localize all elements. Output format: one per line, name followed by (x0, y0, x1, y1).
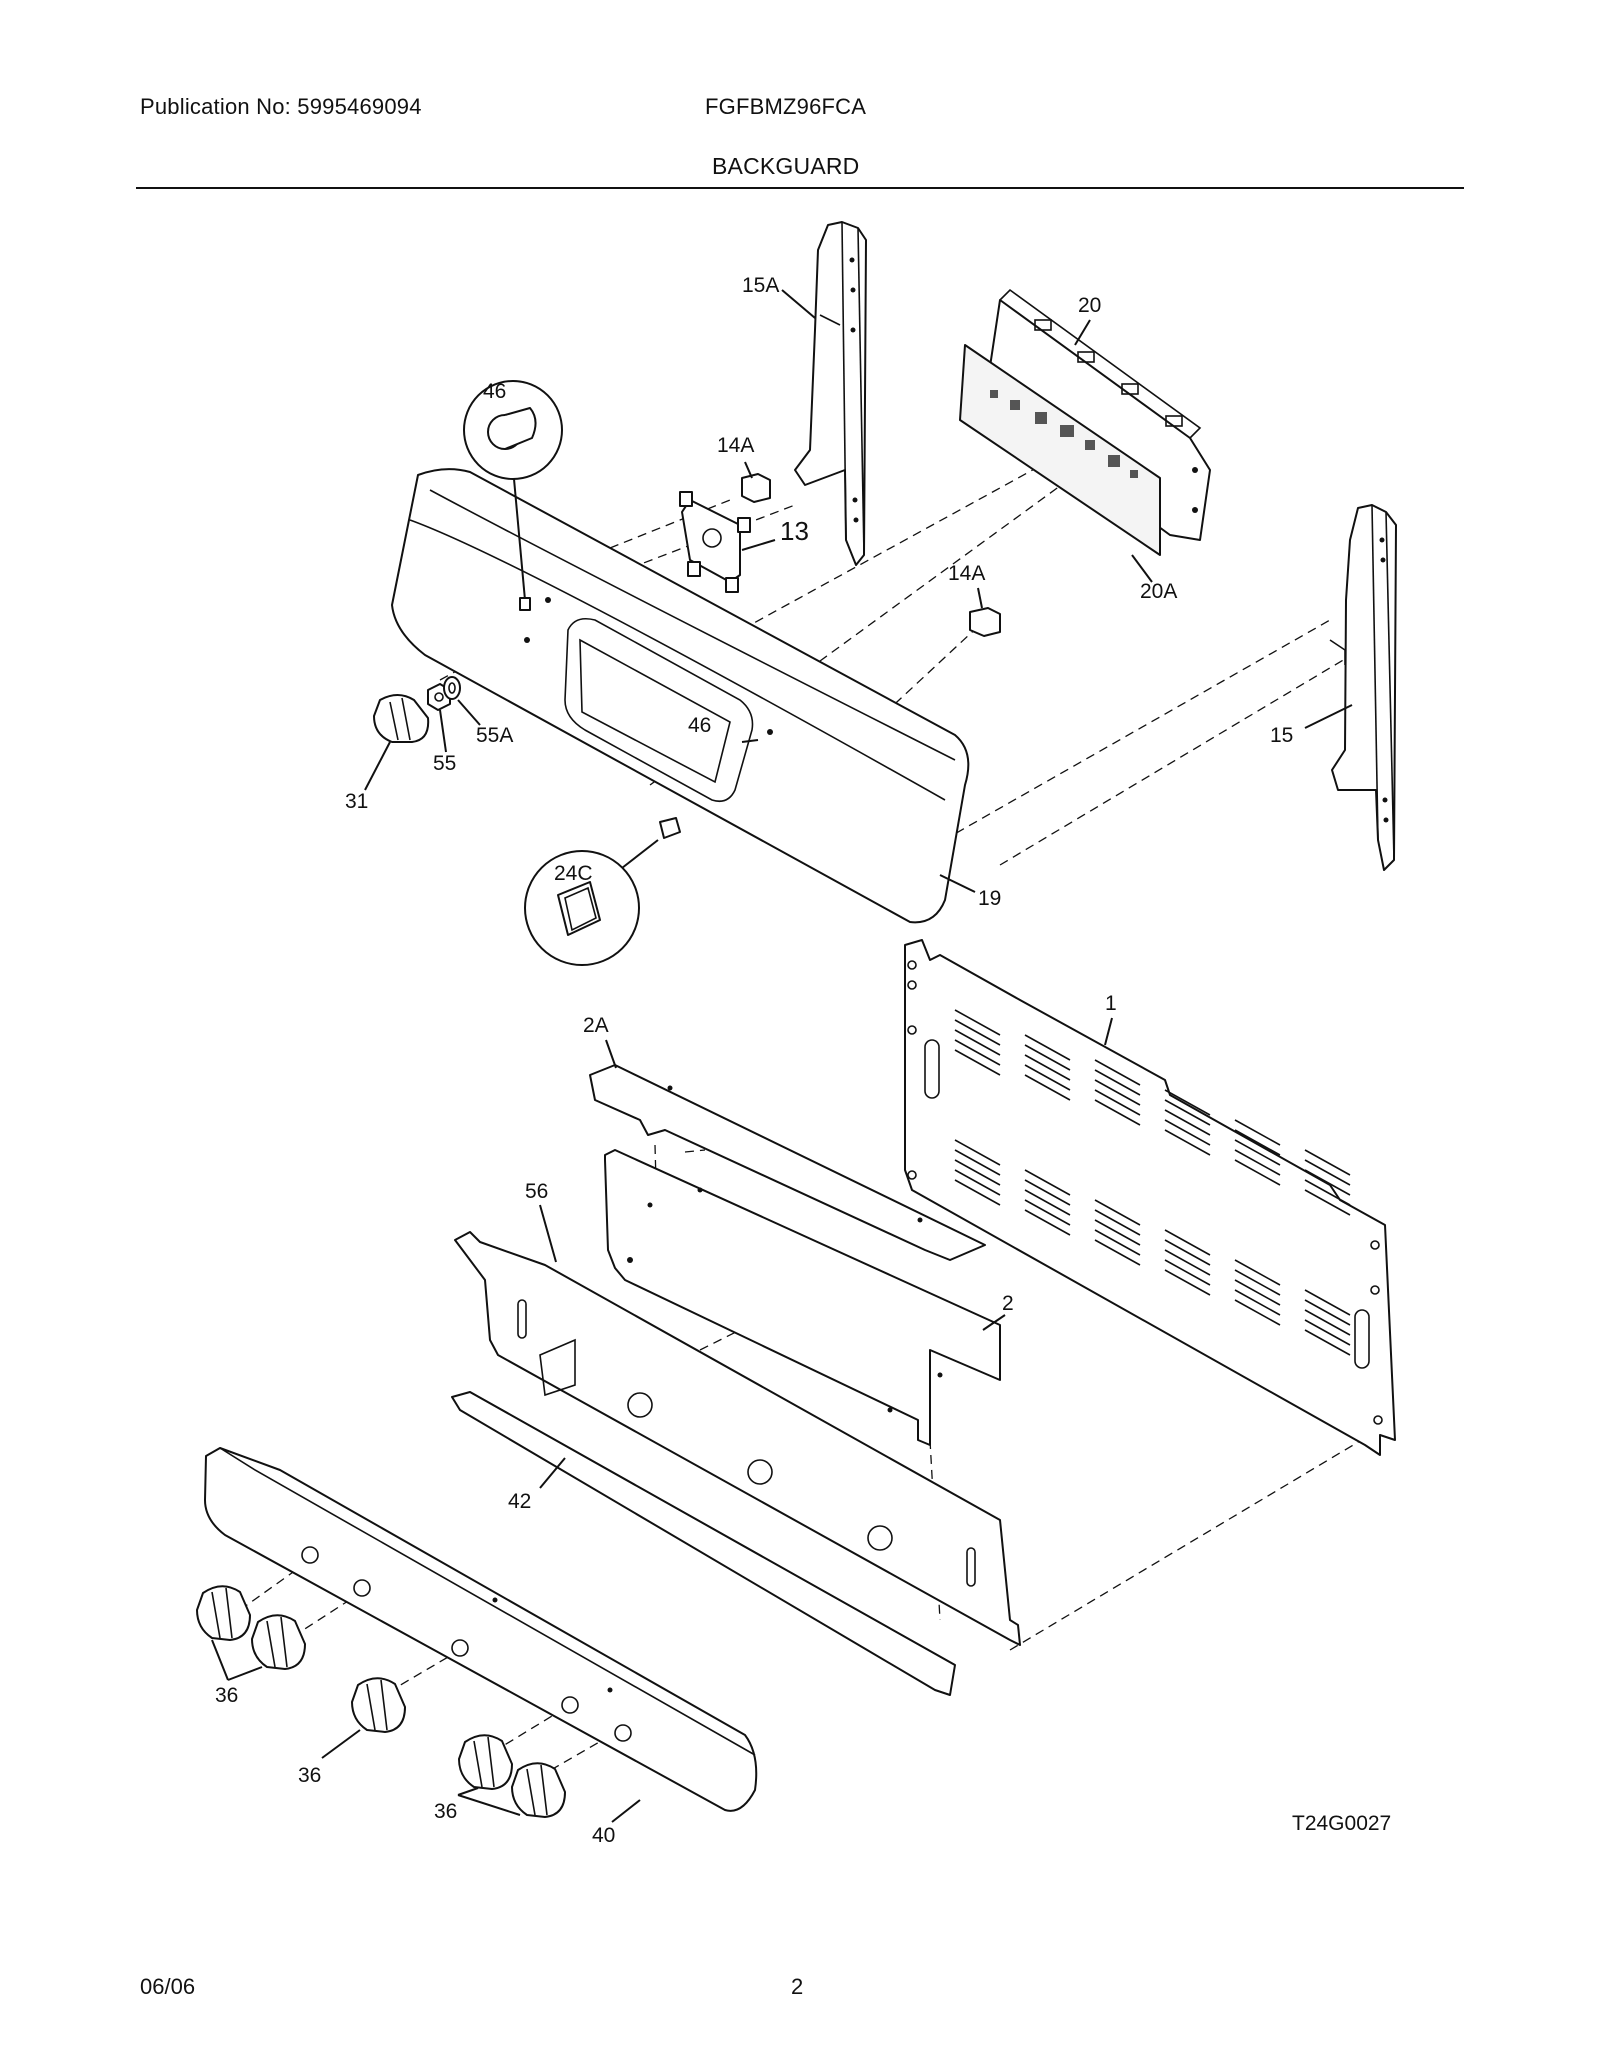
part-14A-switch-right (969, 607, 1001, 637)
callout-24C: 24C (554, 862, 593, 885)
part-1-rear-panel (904, 939, 1396, 1456)
callout-15A: 15A (742, 274, 779, 297)
callout-31: 31 (345, 790, 368, 813)
callout-56: 56 (525, 1180, 548, 1203)
callout-46-mid: 46 (688, 714, 711, 737)
callout-20: 20 (1078, 294, 1101, 317)
part-36-knob-1 (196, 1585, 251, 1641)
part-2-shield-panel (604, 1149, 1001, 1446)
part-40-front-panel (204, 1447, 758, 1812)
model-number: FGFBMZ96FCA (705, 94, 867, 119)
footer-page-number: 2 (791, 1974, 804, 1999)
callout-13: 13 (780, 516, 809, 546)
callout-19: 19 (978, 887, 1001, 910)
vent-slots (954, 1009, 1351, 1356)
callout-2A: 2A (583, 1014, 609, 1037)
part-20A-overlay (959, 344, 1161, 556)
header-rule (136, 187, 1464, 189)
callout-55A: 55A (476, 724, 513, 747)
callout-36-c: 36 (434, 1800, 457, 1823)
callout-14A-top: 14A (717, 434, 754, 457)
part-36-knob-5 (511, 1762, 566, 1818)
part-19-backguard-panel (391, 468, 970, 924)
callout-1: 1 (1105, 992, 1117, 1015)
part-2A-cover-strip (589, 1064, 986, 1261)
section-title: BACKGUARD (712, 153, 860, 179)
part-31-knob (373, 694, 430, 743)
callout-labels: 15A 20 46 14A 13 20A 14A 15 46 55A 55 31… (215, 274, 1391, 1847)
callout-42: 42 (508, 1490, 531, 1513)
part-36-knob-4 (458, 1734, 513, 1790)
part-15A-bracket (794, 221, 867, 566)
callout-14A-right: 14A (948, 562, 985, 585)
part-36-knob-2 (251, 1614, 306, 1670)
part-55A-washer (443, 676, 461, 700)
part-24C-rocker-inset (524, 817, 681, 966)
callout-55: 55 (433, 752, 456, 775)
part-46-indicator-inset (463, 380, 563, 611)
part-14A-switch-top (741, 473, 771, 503)
leader-lines (211, 289, 1353, 1823)
part-42-trim-strip (451, 1391, 956, 1696)
part-56-manifold-panel (454, 1231, 1021, 1646)
callout-46-top: 46 (483, 380, 506, 403)
callout-40: 40 (592, 1824, 615, 1847)
callout-36-b: 36 (298, 1764, 321, 1787)
callout-20A: 20A (1140, 580, 1177, 603)
callout-36-a: 36 (215, 1684, 238, 1707)
part-13-switch (679, 491, 751, 593)
part-15-bracket (1329, 504, 1397, 871)
diagram-code: T24G0027 (1292, 1812, 1391, 1835)
callout-15: 15 (1270, 724, 1293, 747)
publication-number: Publication No: 5995469094 (140, 94, 422, 119)
part-36-knob-3 (351, 1677, 406, 1733)
footer-date: 06/06 (140, 1974, 196, 1999)
callout-2: 2 (1002, 1292, 1014, 1315)
